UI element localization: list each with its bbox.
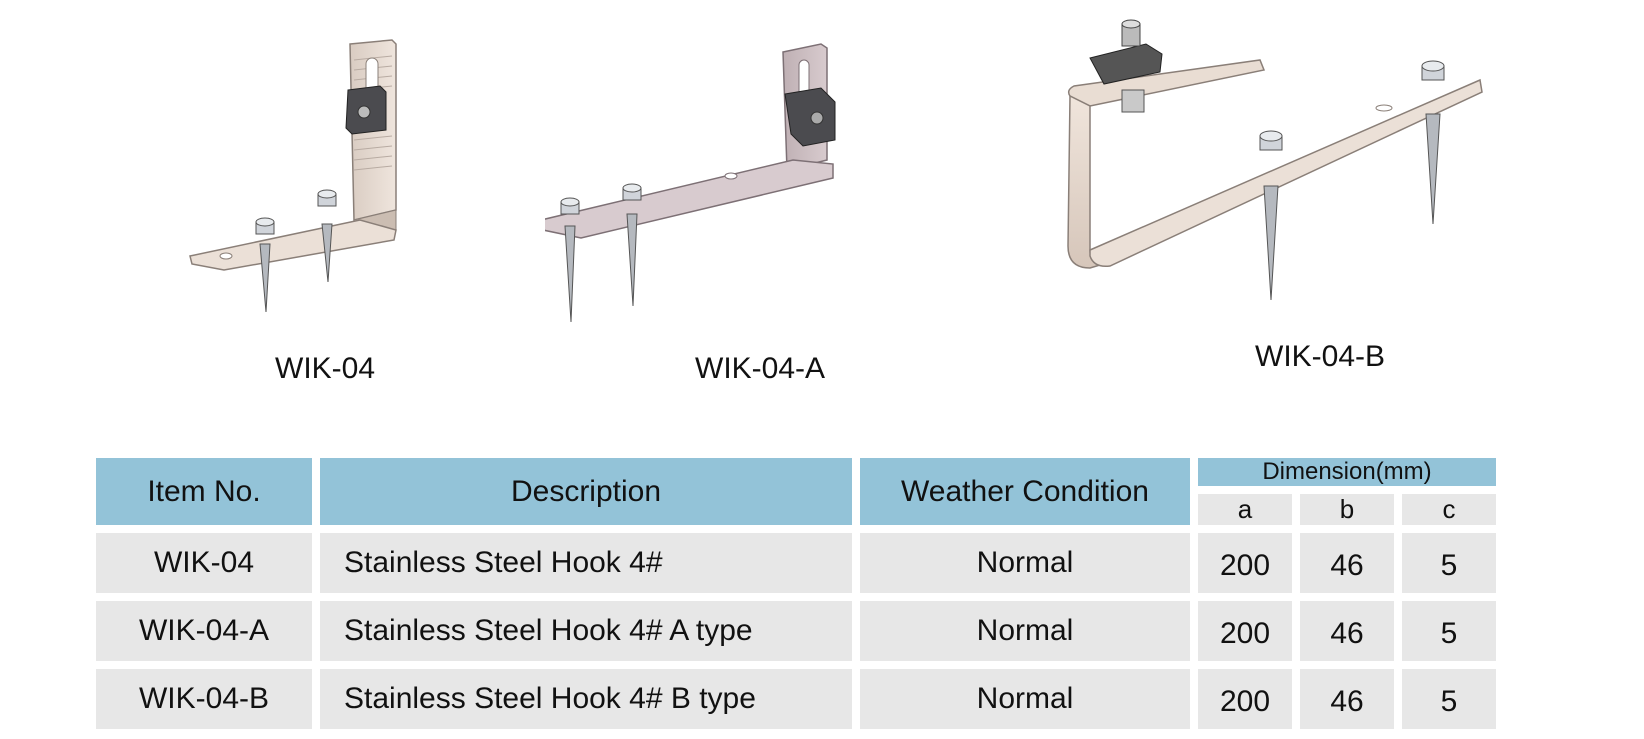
cell-dim-c: 5 (1402, 669, 1496, 729)
header-dim-b: b (1300, 494, 1394, 525)
product-wik-04-a: WIK-04-A (545, 30, 905, 390)
product-label: WIK-04 (275, 352, 376, 385)
cell-weather: Normal (860, 669, 1190, 729)
l-hook-icon (189, 39, 397, 313)
product-label: WIK-04-A (695, 352, 826, 385)
cell-item: WIK-04 (96, 533, 312, 593)
cell-dim-b: 46 (1300, 533, 1394, 593)
header-dim-a: a (1198, 494, 1292, 525)
table-row: WIK-04 Stainless Steel Hook 4# Normal 20… (96, 533, 1496, 593)
u-hook-b-icon (1067, 19, 1483, 301)
header-weather-condition: Weather Condition (860, 458, 1190, 525)
cell-dim-b: 46 (1300, 669, 1394, 729)
cell-dim-a: 200 (1198, 601, 1292, 661)
cell-description: Stainless Steel Hook 4# B type (320, 669, 852, 729)
cell-dim-a: 200 (1198, 669, 1292, 729)
spec-table: Item No. Description Weather Condition D… (88, 450, 1504, 737)
cell-item: WIK-04-A (96, 601, 312, 661)
product-wik-04-b: WIK-04-B (1050, 10, 1560, 380)
header-dim-c: c (1402, 494, 1496, 525)
cell-dim-a: 200 (1198, 533, 1292, 593)
cell-description: Stainless Steel Hook 4# A type (320, 601, 852, 661)
product-label: WIK-04-B (1255, 340, 1386, 373)
cell-dim-b: 46 (1300, 601, 1394, 661)
header-item-no: Item No. (96, 458, 312, 525)
header-dimension: Dimension(mm) (1198, 458, 1496, 486)
cell-description: Stainless Steel Hook 4# (320, 533, 852, 593)
cell-item: WIK-04-B (96, 669, 312, 729)
table-row: WIK-04-A Stainless Steel Hook 4# A type … (96, 601, 1496, 661)
cell-dim-c: 5 (1402, 601, 1496, 661)
l-hook-a-icon (545, 43, 836, 323)
cell-dim-c: 5 (1402, 533, 1496, 593)
header-description: Description (320, 458, 852, 525)
table-row: WIK-04-B Stainless Steel Hook 4# B type … (96, 669, 1496, 729)
cell-weather: Normal (860, 601, 1190, 661)
cell-weather: Normal (860, 533, 1190, 593)
product-wik-04: WIK-04 (180, 30, 480, 390)
